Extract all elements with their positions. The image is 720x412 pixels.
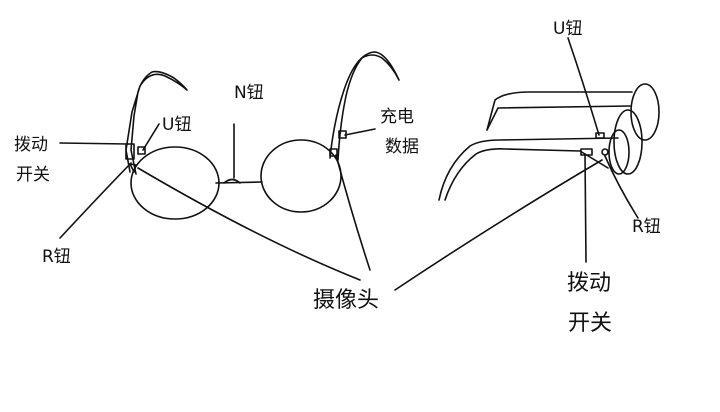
- label-toggle-front-line1: 拨动: [14, 135, 48, 155]
- leader-u-button-side: [568, 38, 599, 135]
- label-toggle-side-line1: 拨动: [567, 271, 611, 296]
- leader-r-button-front: [60, 163, 131, 238]
- label-charge-data-line2: 数据: [385, 137, 419, 157]
- label-u-button-front: U钮: [162, 115, 191, 135]
- label-toggle-side-line2: 开关: [568, 311, 612, 336]
- labels: N钮 U钮 拨动 开关 R钮 充电 数据 摄像头 U钮 R钮 拨动 开关: [14, 19, 661, 336]
- label-u-button-side: U钮: [553, 19, 582, 39]
- label-r-button-side: R钮: [632, 217, 661, 237]
- side-back-temple: [487, 92, 632, 130]
- front-view-glasses: [126, 52, 399, 219]
- label-camera: 摄像头: [313, 288, 379, 313]
- label-charge-data-line1: 充电: [380, 107, 414, 127]
- front-right-lens: [261, 140, 341, 212]
- label-toggle-front-line2: 开关: [16, 165, 50, 185]
- leader-charge-data: [345, 129, 375, 135]
- side-rear-lens: [631, 84, 659, 140]
- r-button-front: [130, 164, 136, 172]
- label-n-button: N钮: [234, 83, 264, 103]
- u-button-side: [596, 133, 604, 138]
- front-left-lens: [131, 147, 219, 219]
- side-front-temple: [439, 138, 618, 200]
- r-button-side: [602, 149, 608, 155]
- leader-toggle-side: [585, 154, 586, 262]
- leader-toggle-front: [60, 143, 128, 144]
- leader-camera-left: [138, 168, 360, 280]
- leader-camera-right: [336, 155, 370, 270]
- side-view-glasses: [439, 84, 659, 200]
- label-r-button-front: R钮: [42, 247, 71, 267]
- leader-u-button-front: [143, 124, 159, 150]
- leader-r-button-side: [605, 156, 638, 218]
